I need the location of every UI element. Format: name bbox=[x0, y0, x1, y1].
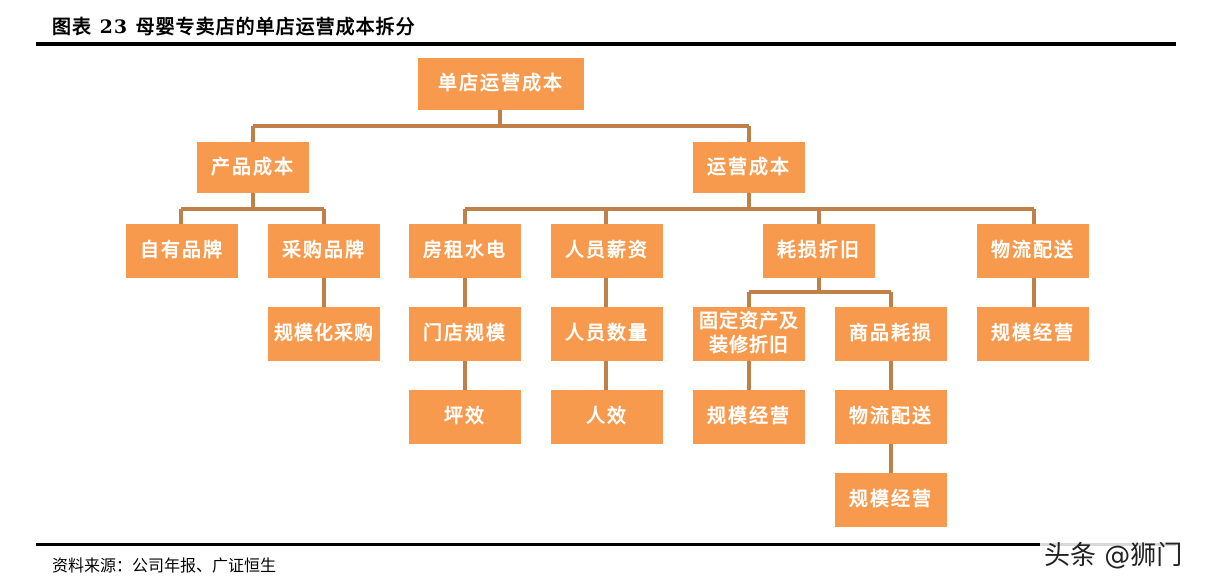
node-root: 单店运营成本 bbox=[418, 58, 584, 110]
node-depreciation: 耗损折旧 bbox=[763, 224, 875, 278]
top-rule bbox=[36, 42, 1176, 46]
node-staff-count: 人员数量 bbox=[551, 307, 663, 361]
figure-title: 图表 23 母婴专卖店的单店运营成本拆分 bbox=[52, 16, 416, 38]
node-goods-loss: 商品耗损 bbox=[835, 307, 947, 361]
node-product-cost: 产品成本 bbox=[197, 142, 309, 193]
node-logistics: 物流配送 bbox=[977, 224, 1089, 278]
node-own-brand: 自有品牌 bbox=[126, 224, 238, 278]
node-floor-efficiency: 坪效 bbox=[409, 390, 521, 444]
node-staff-salary: 人员薪资 bbox=[551, 224, 663, 278]
node-fixed-assets: 固定资产及 装修折旧 bbox=[693, 307, 805, 361]
bottom-rule bbox=[36, 543, 1176, 546]
node-operating-cost: 运营成本 bbox=[693, 142, 805, 193]
source-note: 资料来源：公司年报、广证恒生 bbox=[52, 556, 277, 575]
node-goods-logistics: 物流配送 bbox=[835, 390, 947, 444]
node-logistics-scale: 规模经营 bbox=[977, 307, 1089, 361]
node-goods-logistics-scale: 规模经营 bbox=[835, 473, 947, 527]
node-store-scale: 门店规模 bbox=[409, 307, 521, 361]
node-fixed-assets-scale: 规模经营 bbox=[693, 390, 805, 444]
node-purchased-brand: 采购品牌 bbox=[268, 224, 380, 278]
node-scale-procurement: 规模化采购 bbox=[268, 307, 380, 361]
node-staff-efficiency: 人效 bbox=[551, 390, 663, 444]
node-rent-utilities: 房租水电 bbox=[409, 224, 521, 278]
watermark: 头条 @狮门 bbox=[1040, 535, 1187, 572]
